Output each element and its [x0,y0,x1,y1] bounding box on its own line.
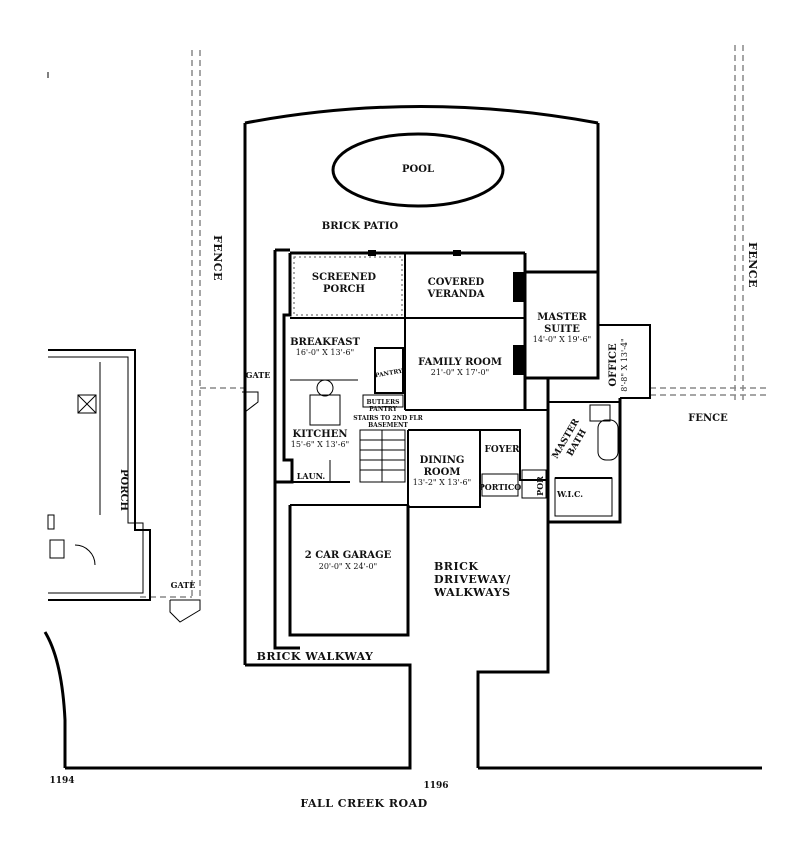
pool [331,132,505,208]
breakfast-label: BREAKFAST [290,337,360,348]
screened-porch-label-2: PORCH [323,284,365,295]
master-suite-dim: 14'-0" X 19'-6" [533,335,591,344]
porch-neighbor-label: PORCH [118,469,129,511]
fence-left-label: FENCE [211,235,224,281]
lot-boundary [43,105,762,770]
neighbor-house [47,349,151,601]
kitchen-dim: 15'-6" X 13'-6" [291,440,349,449]
family-room-label: FAMILY ROOM [418,357,502,368]
dining-label-1: DINING [420,455,465,466]
wic-label: W.I.C. [556,489,583,499]
brick-patio-label: BRICK PATIO [322,221,399,232]
brick-driveway-label-2: DRIVEWAY/ [434,573,511,586]
screened-porch-label-1: SCREENED [312,272,376,283]
lot-1194-label: 1194 [49,776,74,786]
gates [169,391,259,623]
gate-bottom-label: GATE [171,580,196,590]
pool-label: POOL [402,164,434,175]
garage-label: 2 CAR GARAGE [305,550,392,561]
office-dim: 8'-8" X 13'-4" [620,338,629,391]
property-fences [47,45,770,600]
portico-label: PORTICO [479,482,522,492]
laundry-label: LAUN. [297,471,326,481]
por-label: POR [535,476,545,496]
street-label: FALL CREEK ROAD [300,797,427,810]
dining-label-2: ROOM [424,467,461,478]
foyer-label: FOYER [485,445,521,455]
family-room-dim: 21'-0" X 17'-0" [431,368,489,377]
master-suite-label-2: SUITE [544,324,580,335]
butlers-pantry-label-1: BUTLERS [367,399,400,406]
brick-walkway-label: BRICK WALKWAY [257,650,374,663]
fence-mid-label: FENCE [688,413,728,424]
butlers-pantry-label-2: PANTRY [369,406,397,413]
brick-driveway-label-3: WALKWAYS [433,586,511,599]
breakfast-dim: 16'-0" X 13'-6" [296,348,354,357]
office-label: OFFICE [608,343,619,387]
stairs-label-1: STAIRS TO 2ND FLR [353,415,424,422]
brick-driveway-label-1: BRICK [434,560,478,573]
covered-veranda-label-2: VERANDA [426,289,484,300]
garage-dim: 20'-0" X 24'-0" [319,562,377,571]
labels: POOL BRICK PATIO FENCE FENCE FENCE SCREE… [49,164,759,810]
fence-right-label: FENCE [746,242,759,288]
pantry-label: PANTRY [374,368,403,380]
dining-dim: 13'-2" X 13'-6" [413,478,471,487]
kitchen-label: KITCHEN [293,429,348,440]
master-suite-label-1: MASTER [537,312,587,323]
lot-1196-label: 1196 [423,781,448,791]
gate-mid-label: GATE [246,370,271,380]
stairs-label-2: BASEMENT [368,422,408,429]
covered-veranda-label-1: COVERED [428,277,485,288]
house-outline [273,248,651,650]
